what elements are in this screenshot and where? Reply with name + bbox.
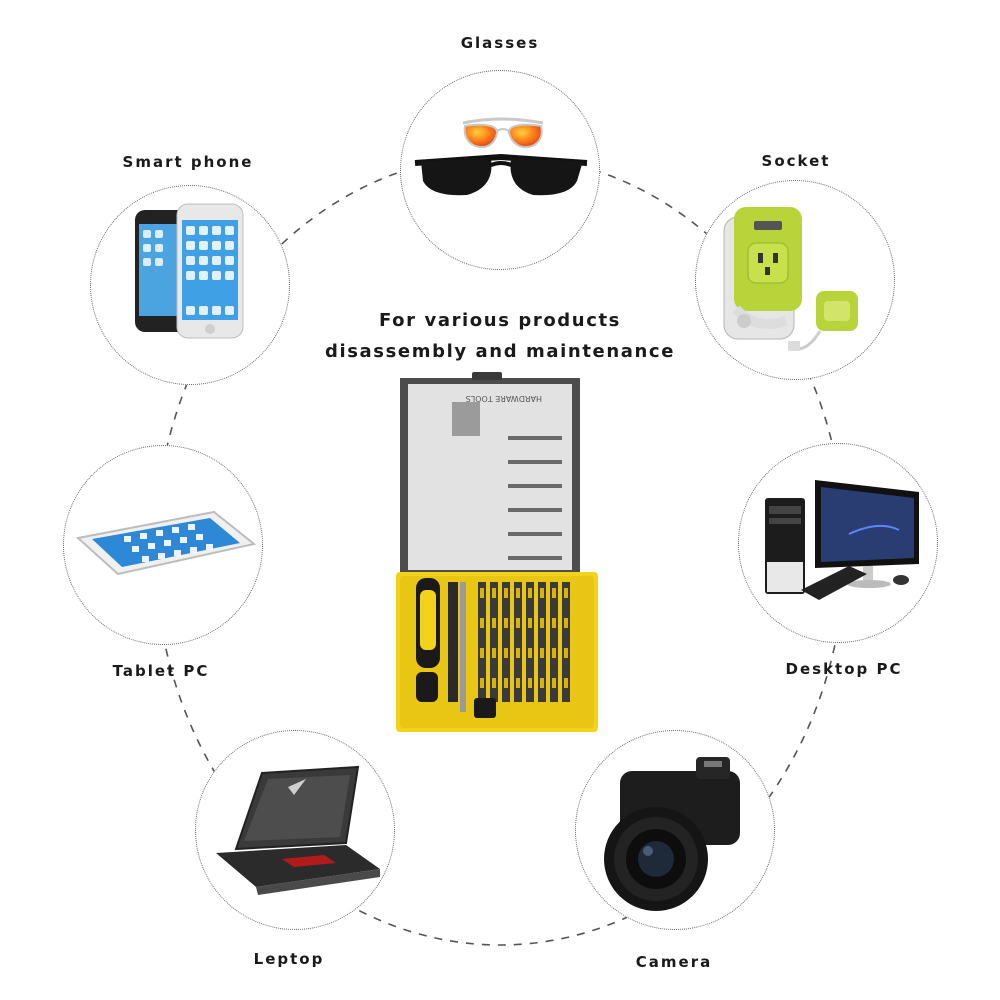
screwdriver-kit-image: HARDWARE TOOLS <box>396 372 598 732</box>
dslr-camera-image <box>604 757 740 911</box>
glasses-node <box>400 70 600 270</box>
power-socket-image <box>723 207 858 351</box>
desktop-pc-node <box>738 443 938 643</box>
smart-phone-node <box>90 185 290 385</box>
label-glasses: Glasses <box>460 34 540 52</box>
label-socket: Socket <box>761 152 831 170</box>
label-smart-phone: Smart phone <box>122 153 254 171</box>
tablet-pc-node <box>63 445 263 645</box>
camera-node <box>575 730 775 930</box>
laptop-image <box>216 765 380 895</box>
headline-line-2: disassembly and maintenance <box>324 341 676 362</box>
label-laptop: Leptop <box>253 950 325 968</box>
sunglasses-image <box>414 117 588 196</box>
label-tablet-pc: Tablet PC <box>112 662 210 680</box>
headline-line-1: For various products <box>379 310 621 331</box>
label-camera: Camera <box>635 953 713 971</box>
socket-node <box>695 180 895 380</box>
desktop-computer-image <box>765 480 919 600</box>
laptop-node <box>195 730 395 930</box>
label-desktop-pc: Desktop PC <box>785 660 903 678</box>
tablet-image <box>75 510 257 576</box>
kit-lid-text: HARDWARE TOOLS <box>466 394 542 403</box>
smartphone-image <box>135 203 244 339</box>
